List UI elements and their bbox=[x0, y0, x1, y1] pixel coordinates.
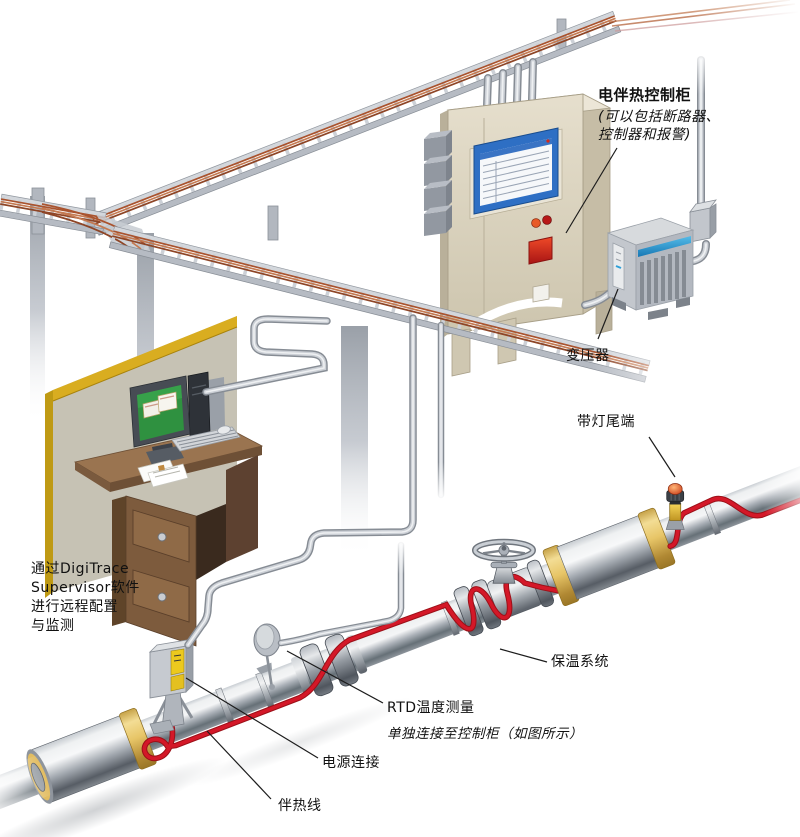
transformer-fins bbox=[640, 250, 686, 305]
leader-lines bbox=[185, 147, 676, 800]
transformer bbox=[606, 217, 695, 320]
desk-conduit bbox=[202, 315, 331, 396]
emergency-stop-button bbox=[528, 236, 553, 265]
label-software-line3: 进行远程配置 bbox=[31, 599, 118, 615]
indicator-lamp bbox=[531, 218, 541, 228]
drawer-knob bbox=[157, 532, 167, 542]
label-power-connection: 电源连接 bbox=[322, 755, 380, 771]
cable-tray-lower bbox=[108, 225, 651, 383]
pc-tower bbox=[187, 371, 211, 438]
cabinet-nameplate bbox=[532, 283, 550, 303]
warning-label bbox=[170, 673, 185, 692]
mouse bbox=[217, 425, 231, 435]
insulation-section bbox=[542, 507, 676, 607]
wall-top-edge bbox=[53, 316, 237, 401]
screen-alarm-dot bbox=[546, 139, 550, 143]
desk-side-panel bbox=[226, 455, 258, 562]
end-seal-lamp bbox=[667, 483, 683, 495]
label-software-line1: 通过DigiTrace bbox=[31, 561, 130, 577]
valve-handwheel bbox=[471, 538, 536, 584]
control-cabinet bbox=[424, 93, 613, 377]
label-transformer: 变压器 bbox=[566, 348, 610, 364]
label-rtd-sub: 单独连接至控制柜（如图所示） bbox=[387, 726, 583, 742]
desk-workstation bbox=[45, 316, 264, 647]
screen-window bbox=[157, 391, 178, 413]
heat-trace-cable bbox=[667, 495, 800, 549]
drawer-knob bbox=[157, 592, 167, 602]
cabinet-feed-conduits bbox=[483, 58, 537, 110]
indicator-lamp bbox=[542, 215, 552, 225]
tray-fade bbox=[592, 340, 707, 388]
overhead-cables bbox=[608, 0, 800, 42]
pipe-assembly bbox=[0, 457, 800, 820]
pipe-flange-joint bbox=[291, 633, 368, 697]
label-rtd: RTD温度测量 bbox=[387, 700, 475, 716]
label-software-line2: Supervisor软件 bbox=[31, 580, 140, 596]
label-control-cabinet-sub1: (可以包括断路器、 bbox=[598, 109, 720, 125]
label-lighted-end-seal: 带灯尾端 bbox=[577, 414, 635, 430]
label-software-line4: 与监测 bbox=[31, 618, 75, 634]
label-control-cabinet-sub2: 控制器和报警) bbox=[598, 127, 691, 143]
heat-trace-cable bbox=[141, 573, 561, 762]
junction-box bbox=[689, 199, 717, 243]
lighted-end-seal bbox=[665, 483, 685, 530]
floor-shadow bbox=[0, 697, 413, 837]
field-conduits bbox=[184, 314, 449, 649]
warning-label bbox=[170, 648, 185, 676]
cabinet-leg bbox=[451, 328, 471, 377]
cabinet-screen bbox=[469, 127, 563, 220]
label-insulation-system: 保温系统 bbox=[551, 654, 609, 670]
label-control-cabinet-title: 电伴热控制柜 bbox=[598, 86, 692, 104]
computer-monitor bbox=[129, 375, 191, 465]
cabinet-side-terminal-boxes bbox=[424, 130, 452, 236]
transformer-stripe bbox=[638, 236, 691, 257]
label-heat-trace-cable: 伴热线 bbox=[278, 798, 322, 814]
rtd-sensor bbox=[253, 623, 281, 690]
papers bbox=[137, 459, 189, 488]
